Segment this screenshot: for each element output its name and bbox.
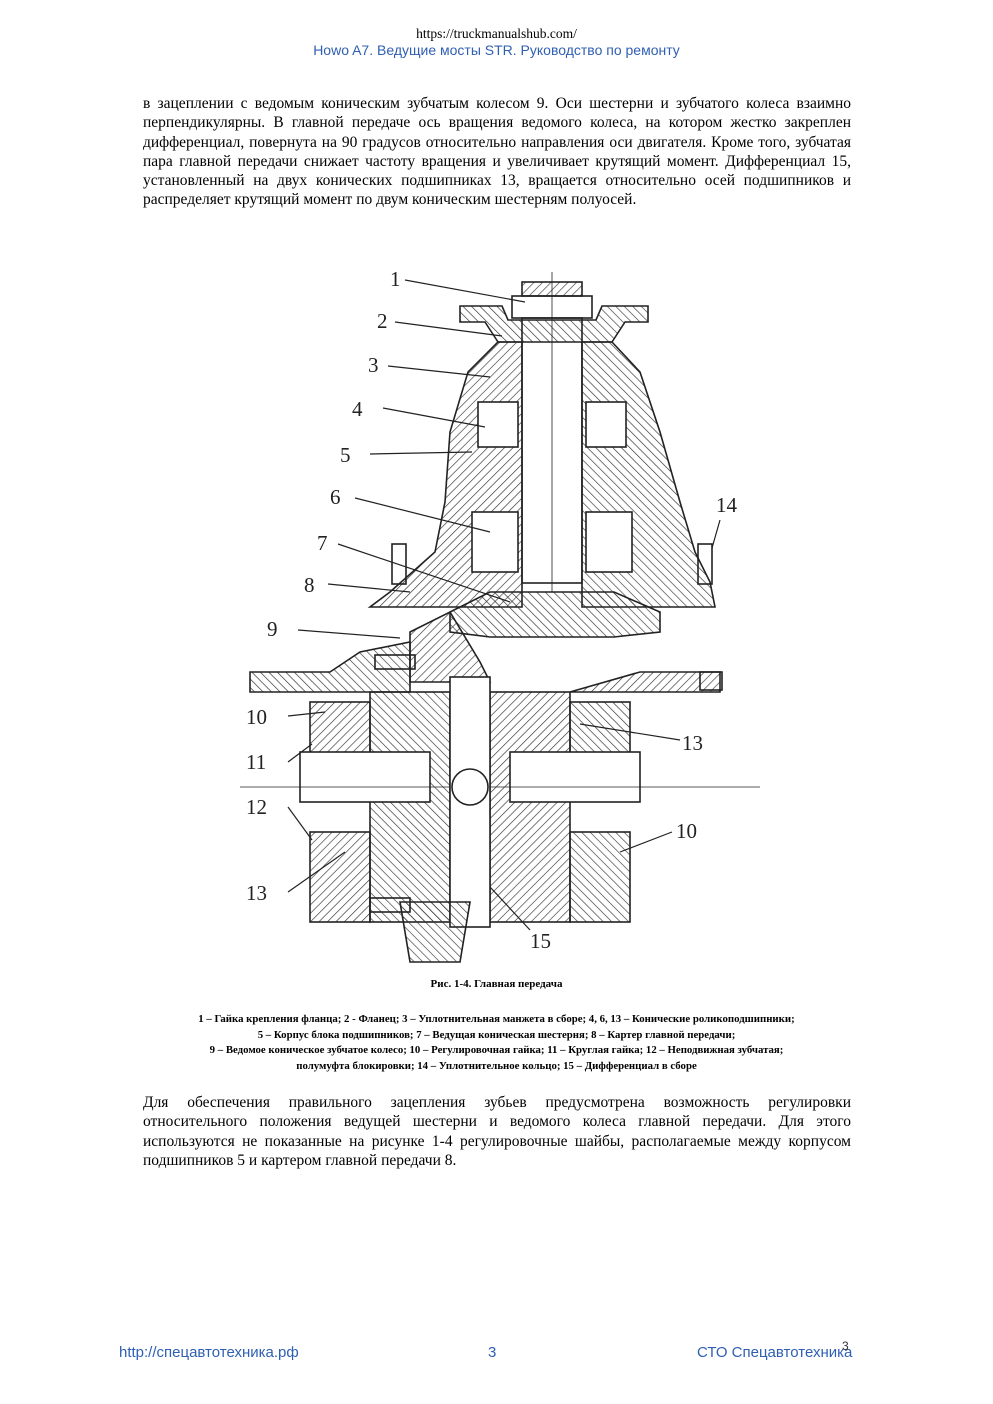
body-paragraph-1: в зацеплении с ведомым коническим зубчат… <box>143 95 851 209</box>
callout-4: 4 <box>352 397 363 421</box>
callout-1: 1 <box>390 267 401 291</box>
footer-page-number: 3 <box>488 1344 497 1361</box>
callout-11: 11 <box>246 750 266 774</box>
legend-line-1: 1 – Гайка крепления фланца; 2 - Фланец; … <box>198 1013 795 1025</box>
figure-caption: Рис. 1-4. Главная передача <box>430 978 563 990</box>
callout-5: 5 <box>340 443 351 467</box>
document-title: Howo A7. Ведущие мосты STR. Руководство … <box>313 42 680 58</box>
callout-6: 6 <box>330 485 341 509</box>
callout-9: 9 <box>267 617 278 641</box>
callout-2: 2 <box>377 309 388 333</box>
callout-13-left: 13 <box>246 881 267 905</box>
body-paragraph-2: Для обеспечения правильного зацепления з… <box>143 1094 851 1169</box>
footer-site-link[interactable]: http://спецавтотехника.рф <box>119 1344 299 1361</box>
footer-org-name: СТО Спецавтотехника <box>697 1344 853 1361</box>
callout-3: 3 <box>368 353 379 377</box>
callout-12: 12 <box>246 795 267 819</box>
legend-line-4: полумуфта блокировки; 14 – Уплотнительно… <box>296 1059 697 1072</box>
callout-8: 8 <box>304 573 315 597</box>
main-gear-diagram: 1 2 3 4 5 6 7 8 9 10 11 12 13 14 13 10 1… <box>240 262 760 972</box>
source-url[interactable]: https://truckmanualshub.com/ <box>416 26 577 41</box>
callout-7: 7 <box>317 531 328 555</box>
legend-line-2: 5 – Корпус блока подшипников; 7 – Ведуща… <box>257 1028 736 1041</box>
callout-14: 14 <box>716 493 738 517</box>
callout-15: 15 <box>530 929 551 953</box>
footer-corner-number: 3 <box>842 1339 849 1353</box>
callout-10-left: 10 <box>246 705 267 729</box>
callout-10-right: 10 <box>676 819 697 843</box>
callout-13-right: 13 <box>682 731 703 755</box>
legend-line-3: 9 – Ведомое коническое зубчатое колесо; … <box>209 1044 784 1056</box>
figure-legend: 1 – Гайка крепления фланца; 2 - Фланец; … <box>120 1012 873 1074</box>
